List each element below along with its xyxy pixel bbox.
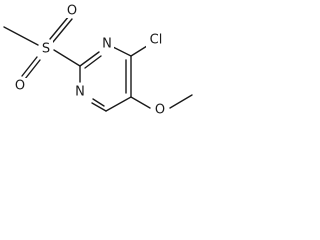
bond-c2-n3-b <box>84 55 102 69</box>
bond-sulfur-oxygen-bottom-b <box>24 59 41 80</box>
bond-n3-c4 <box>112 46 132 57</box>
atom-nitrogen-bottom: N <box>73 84 87 100</box>
atom-label-sulfur: S <box>42 42 50 57</box>
bond-sulfur-ring <box>53 49 81 67</box>
atom-chlorine: Cl <box>146 32 166 48</box>
atom-oxygen-top: O <box>65 2 79 19</box>
atom-label-nitrogen-bottom: N <box>75 85 85 100</box>
atom-nitrogen-top: N <box>100 36 114 52</box>
bond-c4-cl <box>130 45 148 57</box>
bond-methyl-sulfur <box>3 26 39 46</box>
bond-sulfur-oxygen-bottom-a <box>21 56 38 77</box>
atom-label-chlorine: Cl <box>150 33 163 48</box>
bond-omethoxy-methyl <box>169 94 193 109</box>
chemical-structure-diagram: O S O N N Cl O <box>3 2 193 118</box>
atom-labels: O S O N N Cl O <box>13 2 167 118</box>
atom-oxygen-bottom: O <box>13 78 27 94</box>
bond-c5-omethoxy <box>130 96 151 109</box>
bond-c6-n1-b <box>92 98 105 107</box>
bond-sulfur-oxygen-top-b <box>52 18 73 43</box>
atom-sulfur: S <box>39 41 53 57</box>
atom-label-oxygen-bottom: O <box>15 79 25 94</box>
bond-c2-n3-a <box>79 51 100 67</box>
bonds <box>3 15 193 112</box>
atom-oxygen-methoxy: O <box>153 102 167 118</box>
atom-label-nitrogen-top: N <box>102 37 112 52</box>
bond-sulfur-oxygen-top-a <box>49 15 70 40</box>
bond-c6-n1-a <box>91 102 107 112</box>
atom-label-oxygen-methoxy: O <box>155 103 165 118</box>
bond-c5-c6 <box>105 96 132 112</box>
atom-label-oxygen-top: O <box>67 4 77 19</box>
